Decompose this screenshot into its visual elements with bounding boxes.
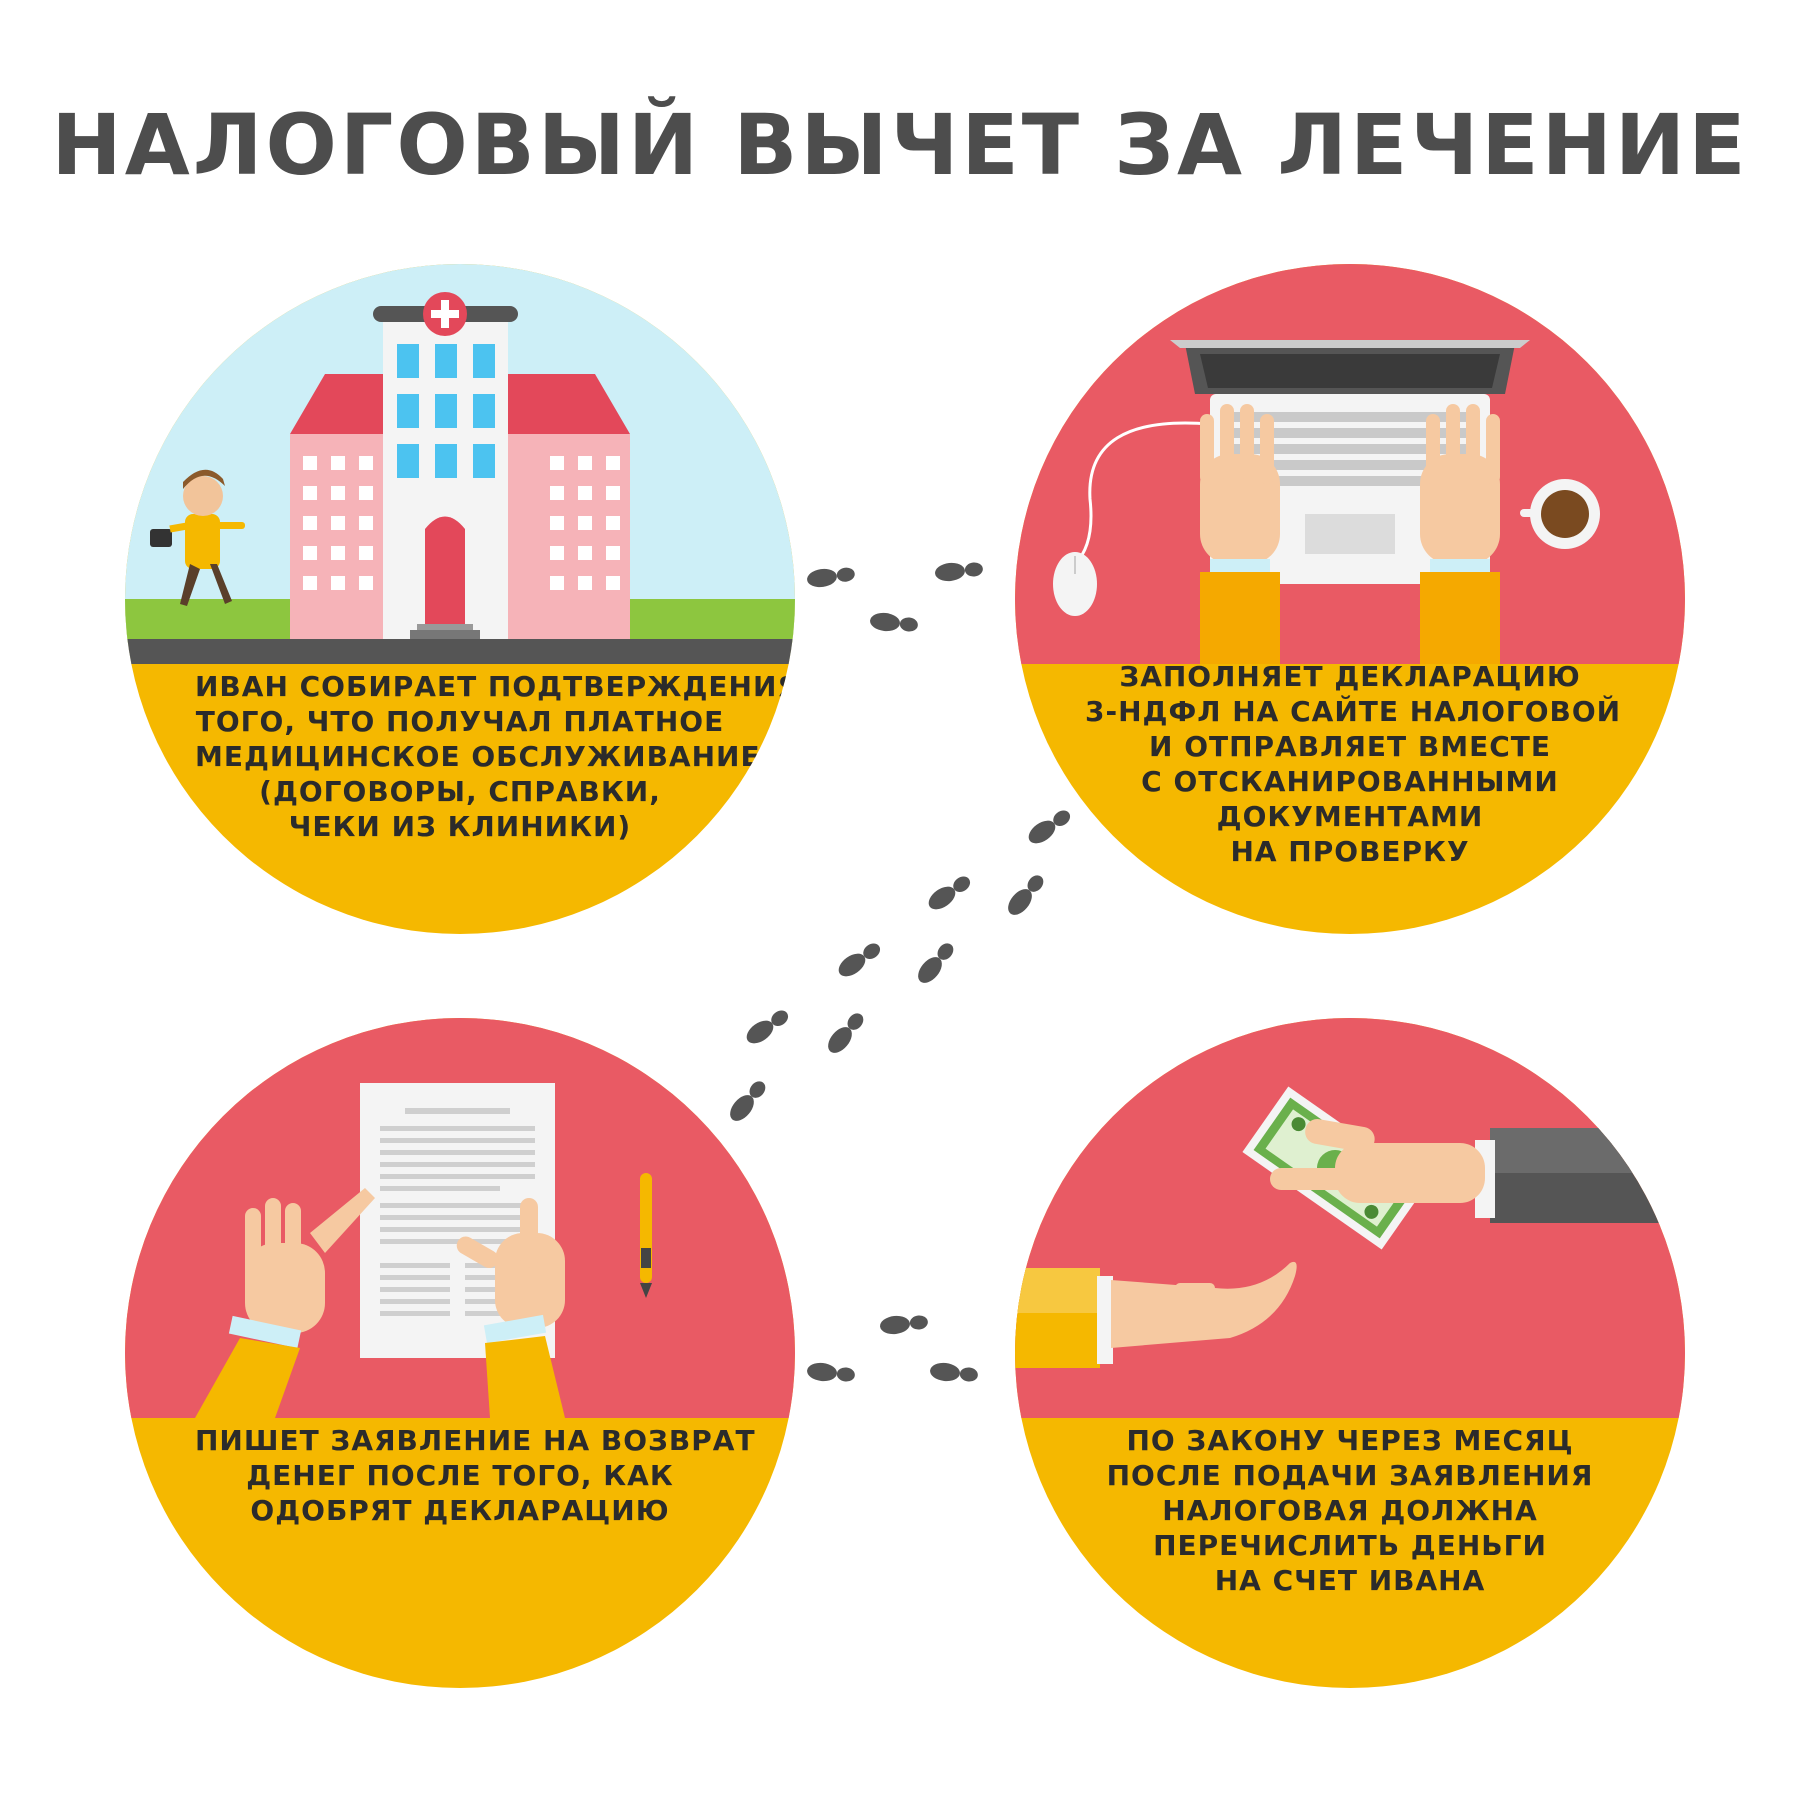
- man-icon: [150, 469, 245, 606]
- step-3-caption: ПИШЕТ ЗАЯВЛЕНИЕ НА ВОЗВРАТ ДЕНЕГ ПОСЛЕ Т…: [195, 1423, 756, 1528]
- caption-line: МЕДИЦИНСКОЕ ОБСЛУЖИВАНИЕ: [195, 740, 761, 773]
- caption-line: (ДОГОВОРЫ, СПРАВКИ,: [259, 775, 661, 808]
- caption-line: НА СЧЕТ ИВАНА: [1214, 1564, 1486, 1597]
- step-4-caption: ПО ЗАКОНУ ЧЕРЕЗ МЕСЯЦ ПОСЛЕ ПОДАЧИ ЗАЯВЛ…: [1085, 1423, 1615, 1598]
- caption-line: ПО ЗАКОНУ ЧЕРЕЗ МЕСЯЦ: [1126, 1424, 1574, 1457]
- caption-line: ТОГО, ЧТО ПОЛУЧАЛ ПЛАТНОЕ: [195, 705, 725, 738]
- caption-line: ОДОБРЯТ ДЕКЛАРАЦИЮ: [250, 1494, 670, 1527]
- laptop-icon: [1015, 264, 1685, 664]
- caption-line: ЗАПОЛНЯЕТ ДЕКЛАРАЦИЮ: [1119, 660, 1581, 693]
- step-2-caption: ЗАПОЛНЯЕТ ДЕКЛАРАЦИЮ 3-НДФЛ НА САЙТЕ НАЛ…: [1085, 659, 1622, 869]
- footprints-3-to-4: [806, 1312, 979, 1385]
- caption-line: НАЛОГОВАЯ ДОЛЖНА: [1162, 1494, 1538, 1527]
- page-title: НАЛОГОВЫЙ ВЫЧЕТ ЗА ЛЕЧЕНИЕ: [51, 96, 1749, 194]
- caption-line: НА ПРОВЕРКУ: [1230, 835, 1470, 868]
- money-icon: [1015, 1018, 1685, 1418]
- hospital-icon: [125, 264, 795, 664]
- caption-line: ИВАН СОБИРАЕТ ПОДТВЕРЖДЕНИЯ: [195, 670, 795, 703]
- caption-line: ПОСЛЕ ПОДАЧИ ЗАЯВЛЕНИЯ: [1106, 1459, 1594, 1492]
- step-2-fill-declaration: ЗАПОЛНЯЕТ ДЕКЛАРАЦИЮ 3-НДФЛ НА САЙТЕ НАЛ…: [1015, 264, 1685, 934]
- footprints-1-to-2: [805, 559, 984, 635]
- caption-line: С ОТСКАНИРОВАННЫМИ: [1141, 765, 1559, 798]
- caption-line: И ОТПРАВЛЯЕТ ВМЕСТЕ: [1149, 730, 1551, 763]
- caption-line: ПЕРЕЧИСЛИТЬ ДЕНЬГИ: [1153, 1529, 1547, 1562]
- document-icon: [125, 1018, 795, 1418]
- step-3-write-application: ПИШЕТ ЗАЯВЛЕНИЕ НА ВОЗВРАТ ДЕНЕГ ПОСЛЕ Т…: [125, 1018, 795, 1688]
- caption-line: ДОКУМЕНТАМИ: [1216, 800, 1484, 833]
- step-4-receive-money: ПО ЗАКОНУ ЧЕРЕЗ МЕСЯЦ ПОСЛЕ ПОДАЧИ ЗАЯВЛ…: [1015, 1018, 1685, 1688]
- caption-line: ЧЕКИ ИЗ КЛИНИКИ): [288, 810, 632, 843]
- caption-line: ПИШЕТ ЗАЯВЛЕНИЕ НА ВОЗВРАТ: [195, 1424, 756, 1457]
- step-1-caption: ИВАН СОБИРАЕТ ПОДТВЕРЖДЕНИЯ ТОГО, ЧТО ПО…: [195, 669, 795, 844]
- caption-line: 3-НДФЛ НА САЙТЕ НАЛОГОВОЙ: [1085, 695, 1622, 728]
- step-1-collect-documents: ИВАН СОБИРАЕТ ПОДТВЕРЖДЕНИЯ ТОГО, ЧТО ПО…: [125, 264, 795, 934]
- caption-line: ДЕНЕГ ПОСЛЕ ТОГО, КАК: [246, 1459, 674, 1492]
